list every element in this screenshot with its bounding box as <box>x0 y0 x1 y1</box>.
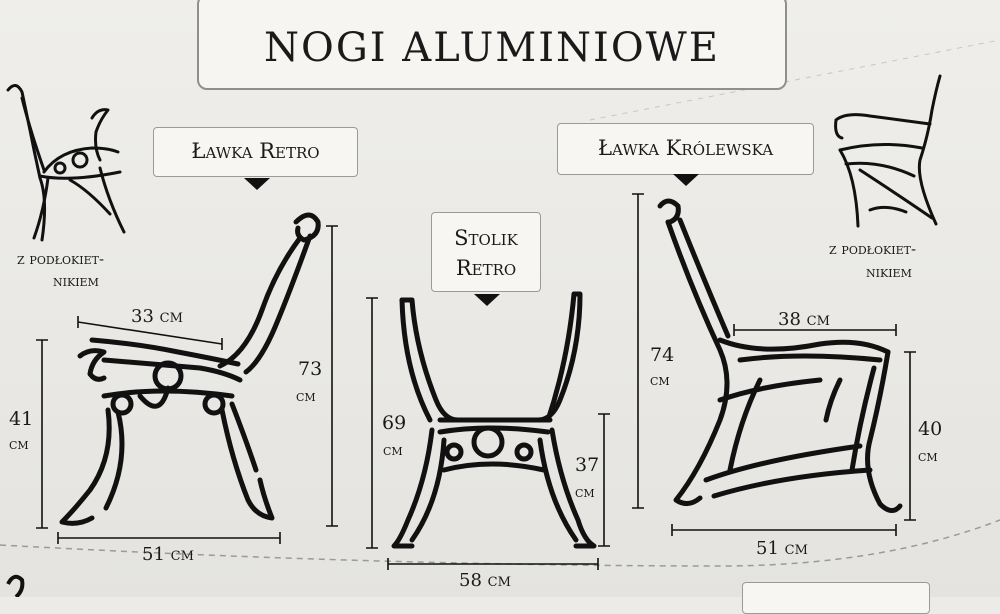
dim-retro-seat: 33 cm <box>131 306 183 327</box>
pointer-retro-icon <box>244 178 270 190</box>
pointer-stolik-icon <box>474 294 500 306</box>
pointer-krolewska-icon <box>673 174 699 186</box>
armrest-bench-left-drawing <box>6 84 126 242</box>
armrest-right-line2: nikiem <box>866 263 912 281</box>
dimension-lines <box>36 193 916 570</box>
label-lawka-retro-text: Ławka Retro <box>191 139 320 163</box>
title-box: NOGI ALUMINIOWE <box>197 0 787 90</box>
label-stolik-line2: Retro <box>455 256 517 280</box>
label-lawka-krolewska: Ławka Królewska <box>557 123 814 175</box>
dim-krol-seat: 38 cm <box>778 309 830 330</box>
dim-stolik-mid-num: 37 <box>575 454 600 476</box>
dim-stolik-width: 58 cm <box>459 570 511 591</box>
dim-stolik-mid-unit: cm <box>575 482 595 501</box>
dim-stolik-height-unit: cm <box>383 440 403 459</box>
catalog-page <box>0 0 1000 597</box>
dim-retro-seat-line <box>77 321 223 345</box>
lawka-retro-drawing <box>59 212 321 526</box>
label-lawka-retro: Ławka Retro <box>153 127 358 177</box>
page-title: NOGI ALUMINIOWE <box>264 25 720 71</box>
label-stolik-line1: Stolik <box>454 226 518 250</box>
dim-krol-height-unit: cm <box>650 370 670 389</box>
dim-retro-height-num: 73 <box>298 358 323 380</box>
dim-krol-width: 51 cm <box>756 538 808 559</box>
dim-retro-height-unit: cm <box>296 386 316 405</box>
lawka-krolewska-drawing <box>657 198 903 513</box>
stolik-retro-drawing <box>391 291 597 549</box>
armrest-left-line1: z podłokiet- <box>17 250 105 268</box>
label-stolik-retro: Stolik Retro <box>431 212 541 292</box>
dim-retro-width: 51 cm <box>142 544 194 565</box>
drawings <box>6 74 942 597</box>
partial-drawing-bottom <box>6 574 25 597</box>
armrest-left-line2: nikiem <box>53 272 99 290</box>
dim-krol-seat-height-num: 40 <box>918 418 943 440</box>
dim-stolik-height-num: 69 <box>382 412 407 434</box>
dim-krol-height-num: 74 <box>650 344 675 366</box>
dim-retro-seat-height-unit: cm <box>9 434 29 453</box>
label-lawka-krolewska-text: Ławka Królewska <box>597 136 774 160</box>
armrest-right-line1: z podłokiet- <box>829 240 917 258</box>
dim-retro-seat-height-num: 41 <box>9 408 34 430</box>
dim-krol-seat-height-unit: cm <box>918 446 938 465</box>
armrest-bench-right-drawing <box>834 74 942 228</box>
